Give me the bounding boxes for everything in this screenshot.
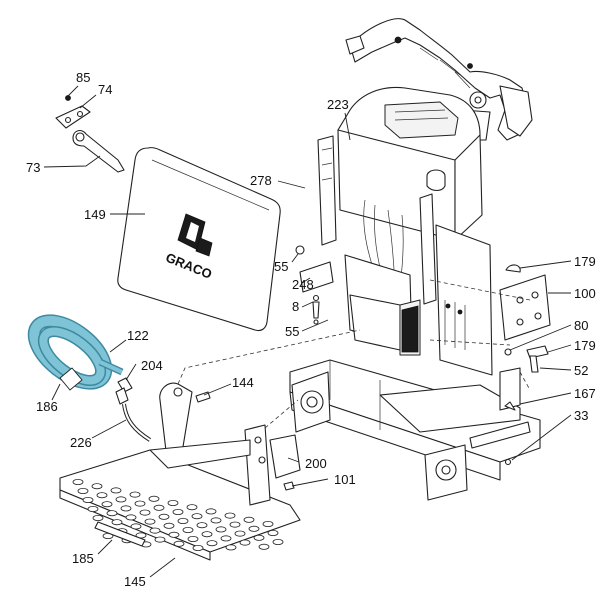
foot-plate-hole bbox=[243, 516, 255, 523]
callout-204: 204 bbox=[141, 358, 163, 373]
assembly-lines bbox=[177, 279, 531, 429]
foot-plate-hole bbox=[205, 508, 217, 515]
callout-73: 73 bbox=[26, 160, 40, 175]
foot-plate-hole bbox=[154, 536, 166, 543]
callout-200: 200 bbox=[305, 456, 327, 471]
callout-74: 74 bbox=[98, 82, 112, 97]
foot-plate-hole bbox=[91, 483, 103, 490]
callout-101: 101 bbox=[334, 472, 356, 487]
callout-55-lower: 55 bbox=[285, 324, 299, 339]
foot-plate-hole bbox=[82, 496, 94, 503]
callout-167: 167 bbox=[574, 386, 596, 401]
callout-186: 186 bbox=[36, 399, 58, 414]
foot-plate-assembly bbox=[59, 382, 301, 561]
callout-100: 100 bbox=[574, 286, 596, 301]
foot-plate-hole bbox=[196, 522, 208, 529]
foot-plate-hole bbox=[224, 512, 236, 519]
callout-122: 122 bbox=[127, 328, 149, 343]
hose-coil bbox=[27, 314, 124, 391]
foot-plate-hole bbox=[111, 519, 123, 526]
callout-33: 33 bbox=[574, 408, 588, 423]
foot-plate-hole bbox=[248, 525, 260, 532]
foot-plate-hole bbox=[234, 530, 246, 537]
foot-plate-hole bbox=[134, 500, 146, 507]
foot-plate-hole bbox=[149, 527, 161, 534]
callout-278: 278 bbox=[250, 173, 272, 188]
foot-plate-hole bbox=[206, 540, 218, 547]
foot-plate-hole bbox=[115, 496, 127, 503]
foot-plate-hole bbox=[267, 530, 279, 537]
foot-plate-hole bbox=[253, 534, 265, 541]
foot-plate-hole bbox=[120, 505, 132, 512]
foot-plate-hole bbox=[153, 504, 165, 511]
foot-plate-hole bbox=[215, 526, 227, 533]
foot-plate-hole bbox=[106, 510, 118, 517]
shroud-cover: GRACO bbox=[117, 147, 281, 332]
callout-179-lower: 179 bbox=[574, 338, 596, 353]
callout-248: 248 bbox=[292, 277, 314, 292]
foot-plate-hole bbox=[172, 508, 184, 515]
foot-plate-hole bbox=[182, 527, 194, 534]
foot-plate-hole bbox=[220, 535, 232, 542]
foot-plate-hole bbox=[125, 514, 137, 521]
foot-plate-hole bbox=[201, 531, 213, 538]
foot-plate-hole bbox=[187, 536, 199, 543]
side-bracket-parts bbox=[499, 264, 551, 466]
foot-plate-hole bbox=[258, 543, 270, 550]
callout-55-upper: 55 bbox=[274, 259, 288, 274]
foot-plate-hole bbox=[186, 504, 198, 511]
foot-plate-hole bbox=[72, 478, 84, 485]
callout-80: 80 bbox=[574, 318, 588, 333]
pump-frame bbox=[289, 86, 541, 501]
leader-lines bbox=[43, 85, 572, 578]
foot-plate-hole bbox=[87, 505, 99, 512]
foot-plate-hole bbox=[148, 495, 160, 502]
latch-parts bbox=[55, 95, 125, 173]
callout-85: 85 bbox=[76, 70, 90, 85]
foot-plate-hole bbox=[229, 521, 241, 528]
foot-plate-hole bbox=[272, 539, 284, 546]
small-hardware bbox=[195, 245, 334, 491]
callout-52: 52 bbox=[574, 363, 588, 378]
foot-plate-hole bbox=[129, 491, 141, 498]
callout-185: 185 bbox=[72, 551, 94, 566]
foot-plate-hole bbox=[139, 509, 151, 516]
callout-145: 145 bbox=[124, 574, 146, 589]
callout-149: 149 bbox=[84, 207, 106, 222]
foot-plate-hole bbox=[168, 531, 180, 538]
foot-plate-hole bbox=[144, 518, 156, 525]
callout-144: 144 bbox=[232, 375, 254, 390]
foot-plate-hole bbox=[158, 513, 170, 520]
callout-labels: 85 74 73 149 223 278 55 248 8 55 122 204… bbox=[26, 70, 596, 589]
foot-plate-hole bbox=[173, 540, 185, 547]
foot-plate-hole bbox=[130, 523, 142, 530]
foot-plate-hole bbox=[262, 521, 274, 528]
foot-plate-hole bbox=[163, 522, 175, 529]
foot-plate-hole bbox=[167, 499, 179, 506]
foot-plate-hole bbox=[96, 492, 108, 499]
callout-8: 8 bbox=[292, 299, 299, 314]
foot-plate-hole bbox=[239, 539, 251, 546]
foot-plate-hole bbox=[77, 487, 89, 494]
callout-223: 223 bbox=[327, 97, 349, 112]
foot-plate-hole bbox=[225, 544, 237, 551]
callout-226: 226 bbox=[70, 435, 92, 450]
foot-plate-hole bbox=[92, 515, 104, 522]
foot-plate-hole bbox=[191, 513, 203, 520]
foot-plate-hole bbox=[192, 545, 204, 552]
foot-plate-hole bbox=[210, 517, 222, 524]
callout-179-upper: 179 bbox=[574, 254, 596, 269]
foot-plate-hole bbox=[101, 501, 113, 508]
foot-plate-hole bbox=[110, 487, 122, 494]
foot-plate-hole bbox=[177, 518, 189, 525]
whip-hose-and-fitting bbox=[115, 377, 152, 442]
